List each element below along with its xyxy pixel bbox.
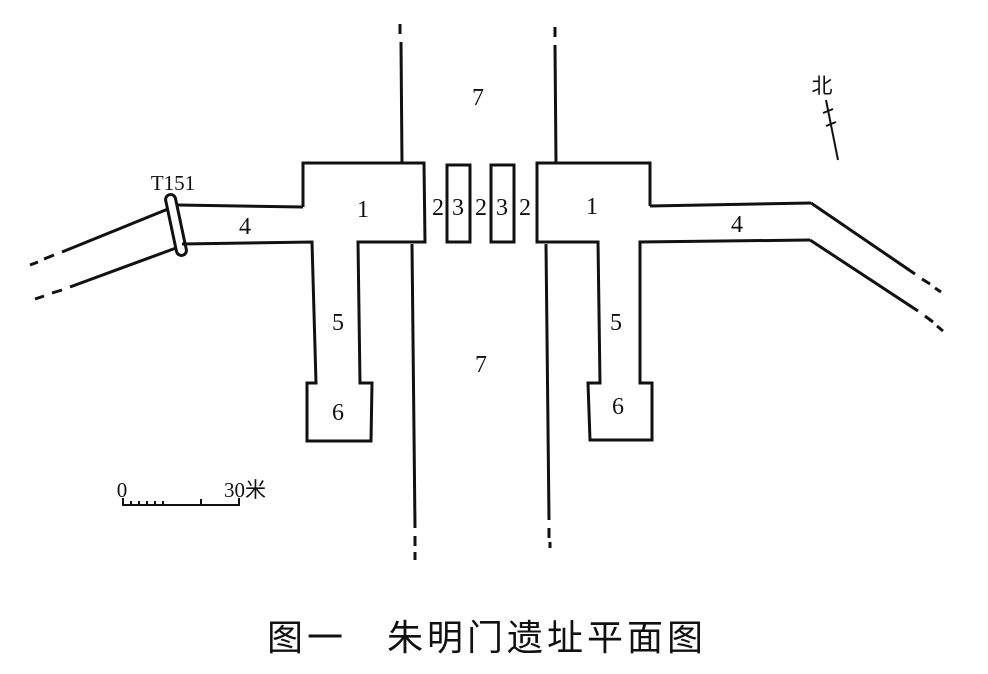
right-wall-diagonal-bottom — [809, 238, 919, 313]
label-5-right: 5 — [610, 310, 622, 336]
left-wall-diagonal-top-dash — [43, 253, 55, 261]
right-wall-diagonal-top-dash — [921, 277, 931, 286]
north-arrow-tick — [822, 108, 834, 114]
left-wall-diagonal-bottom-dash — [51, 288, 63, 295]
right-structure — [535, 161, 944, 442]
road-edge-left-upper — [399, 41, 404, 165]
left-wall-diagonal-bottom-dash — [34, 294, 45, 301]
right-wall-diagonal-bottom-dash — [936, 324, 944, 333]
scale-start-label: 0 — [117, 478, 128, 502]
scale-bar: 0 30米 — [117, 478, 266, 506]
trench-marker — [164, 193, 188, 257]
right-structure-outline — [535, 161, 811, 442]
label-5-left: 5 — [332, 310, 344, 336]
trench-label: T151 — [151, 171, 195, 195]
region-labels: 7 7 1 1 2 3 2 3 2 4 4 5 5 6 6 T151 — [151, 85, 743, 426]
right-wall-diagonal-bottom-dash — [924, 314, 934, 324]
right-wall-diagonal-top-dash — [934, 286, 942, 294]
left-structure-outline — [181, 161, 427, 443]
label-6-right: 6 — [612, 394, 624, 420]
label-1-left: 1 — [357, 197, 369, 223]
right-wall-diagonal-top — [810, 201, 916, 276]
left-wall-diagonal-bottom — [69, 246, 177, 289]
road-edge-right-lower — [544, 243, 551, 521]
left-wall-diagonal-top-dash — [29, 260, 39, 267]
road-edge-right-upper — [553, 44, 558, 165]
middle-block-right — [489, 163, 516, 244]
label-1-right: 1 — [586, 194, 598, 220]
road-edge-lines — [398, 24, 558, 560]
label-4-right: 4 — [731, 212, 743, 238]
road-edge-left-lower — [410, 243, 417, 529]
figure-caption: 图一 朱明门遗址平面图 — [267, 618, 707, 659]
north-arrow-tick — [825, 121, 837, 127]
north-arrow: 北 — [812, 74, 839, 161]
middle-blocks — [445, 163, 516, 244]
label-2-c: 2 — [519, 195, 531, 221]
label-3-b: 3 — [496, 195, 508, 221]
left-wall-diagonal-top — [61, 207, 169, 254]
north-label: 北 — [812, 74, 833, 98]
label-2-b: 2 — [475, 195, 487, 221]
label-7-bottom: 7 — [475, 352, 487, 378]
right-wall-top-edge — [649, 201, 812, 208]
label-6-left: 6 — [332, 400, 344, 426]
label-7-top: 7 — [472, 85, 484, 111]
label-3-a: 3 — [452, 195, 464, 221]
left-wall-top-edge — [177, 203, 304, 209]
left-structure — [29, 161, 427, 443]
scale-end-label: 30米 — [224, 478, 266, 502]
middle-block-left — [445, 163, 472, 244]
label-2-a: 2 — [432, 195, 444, 221]
label-4-left: 4 — [239, 214, 251, 240]
